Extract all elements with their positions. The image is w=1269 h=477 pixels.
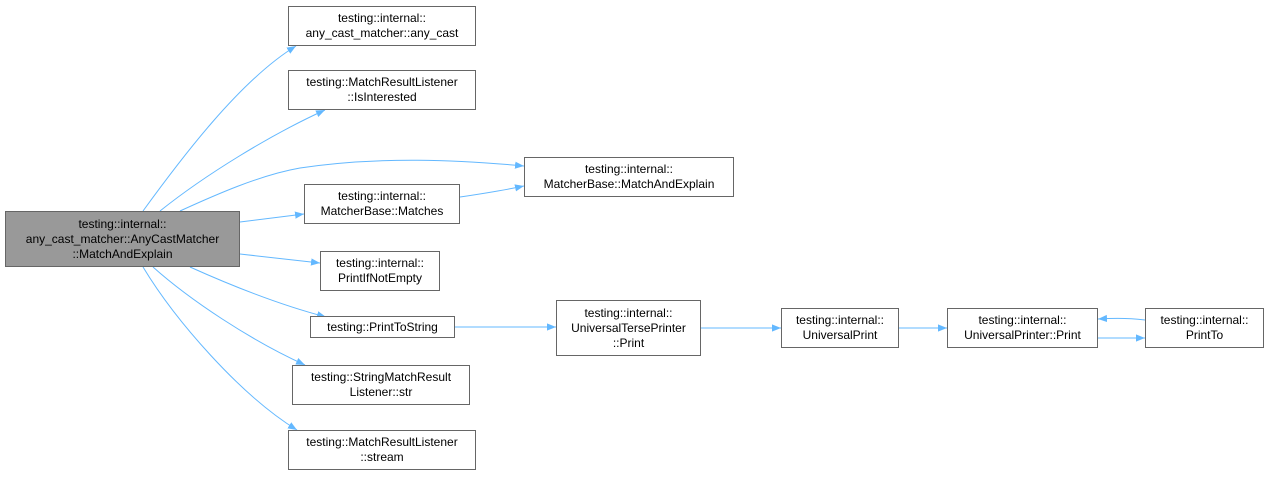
node-label-line: PrintIfNotEmpty	[337, 271, 423, 285]
edge-root-to-any_cast	[142, 45, 297, 212]
node-label-line: testing::internal::	[978, 313, 1067, 327]
edge-root-to-mb_matches	[239, 211, 305, 223]
node-print-to-string[interactable]: testing::PrintToString	[310, 316, 455, 338]
node-label-line: UniversalTersePrinter	[571, 320, 686, 335]
edge-root-to-mb_match_and_explain	[179, 159, 525, 212]
node-label-line: testing::internal::	[335, 256, 425, 270]
node-label-line: ::stream	[360, 450, 404, 464]
node-label-line: testing::internal::	[584, 162, 674, 176]
node-label-line: testing::StringMatchResult	[310, 370, 452, 384]
node-label-line: ::IsInterested	[347, 90, 417, 104]
node-label-line: PrintTo	[1185, 328, 1224, 342]
node-mb-match-and-explain[interactable]: testing::internal::MatcherBase::MatchAnd…	[524, 157, 734, 197]
node-label-line: MatcherBase::Matches	[320, 204, 444, 218]
node-listener-stream[interactable]: testing::MatchResultListener::stream	[288, 430, 476, 470]
node-label-line: testing::internal::	[78, 216, 167, 231]
node-label-line: testing::MatchResultListener	[306, 435, 458, 449]
node-label-line: any_cast_matcher::any_cast	[305, 26, 459, 40]
node-label-line: UniversalPrint	[802, 328, 878, 342]
node-universal-printer-print[interactable]: testing::internal::UniversalPrinter::Pri…	[947, 308, 1098, 348]
node-label-line: testing::PrintToString	[327, 319, 438, 334]
edge-root-to-listener_stream	[142, 266, 298, 431]
node-label-line: ::MatchAndExplain	[72, 246, 173, 261]
edge-root-to-string_listener_str	[152, 266, 306, 366]
node-universal-terse-printer[interactable]: testing::internal::UniversalTersePrinter…	[556, 300, 701, 356]
node-print-to[interactable]: testing::internal::PrintTo	[1145, 308, 1264, 348]
node-universal-print[interactable]: testing::internal::UniversalPrint	[781, 308, 899, 348]
node-label-line: testing::internal::	[337, 189, 427, 203]
node-label-line: testing::internal::	[795, 313, 885, 327]
node-print-if-not-empty[interactable]: testing::internal::PrintIfNotEmpty	[320, 251, 440, 291]
node-is-interested[interactable]: testing::MatchResultListener::IsInterest…	[288, 70, 476, 110]
node-label-line: Listener::str	[349, 385, 413, 399]
node-label-line: testing::MatchResultListener	[306, 75, 458, 89]
edge-print_to-to-universal_printer_print	[1097, 314, 1146, 323]
node-label-line: MatcherBase::MatchAndExplain	[543, 177, 715, 191]
edge-root-to-is_interested	[159, 109, 326, 212]
node-label-line: testing::internal::	[584, 305, 673, 320]
node-mb-matches[interactable]: testing::internal::MatcherBase::Matches	[304, 184, 460, 224]
node-label-line: testing::internal::	[337, 11, 427, 25]
node-label-line: testing::internal::	[1160, 313, 1249, 327]
node-label-line: UniversalPrinter::Print	[964, 328, 1081, 342]
node-label-line: ::Print	[612, 335, 645, 350]
node-root: testing::internal::any_cast_matcher::Any…	[5, 211, 240, 267]
edge-root-to-print_to_string	[189, 266, 327, 319]
node-label-line: any_cast_matcher::AnyCastMatcher	[25, 231, 220, 246]
edge-root-to-print_if_not_empty	[239, 253, 321, 266]
edge-mb_matches-to-mb_match_and_explain	[459, 184, 525, 198]
node-any-cast[interactable]: testing::internal::any_cast_matcher::any…	[288, 6, 476, 46]
